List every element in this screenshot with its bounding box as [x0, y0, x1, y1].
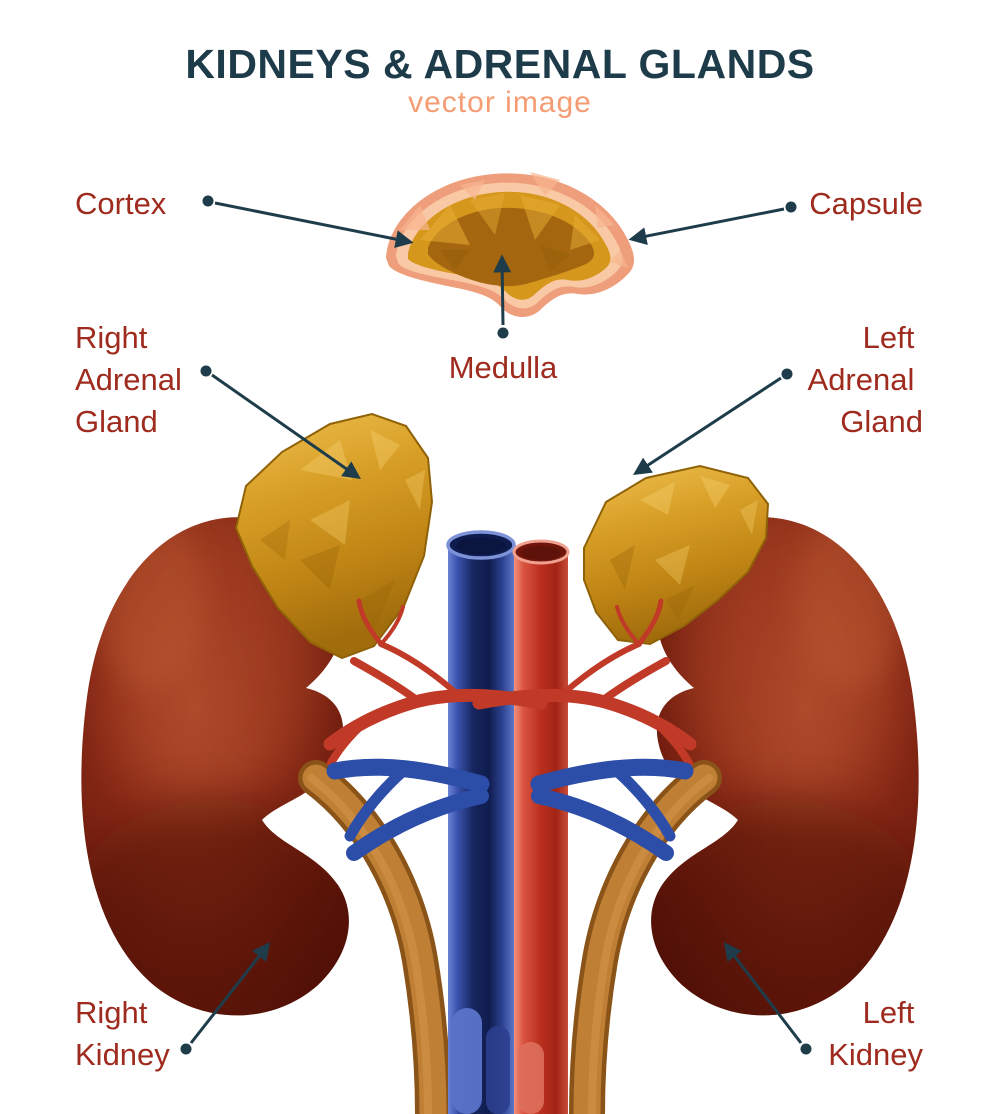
medulla-arrow — [493, 254, 512, 339]
right-adrenal-arrow — [200, 365, 361, 480]
right-adrenal-label: Right Adrenal Gland — [75, 320, 190, 439]
left-kidney-arrow-line — [723, 942, 803, 1044]
right-kidney-label: Right Kidney — [75, 995, 170, 1072]
left-adrenal-arrow-dot — [781, 368, 793, 380]
left-kidney-arrow-dot — [800, 1043, 812, 1055]
right-adrenal-arrow-line — [211, 373, 361, 480]
page-subtitle: vector image — [408, 86, 592, 119]
vena-cava-vessel — [446, 530, 516, 1114]
left-kidney-arrow — [723, 942, 812, 1055]
right-kidney-arrow — [180, 942, 271, 1055]
capsule-arrow-line — [628, 207, 785, 246]
left-adrenal-arrow — [632, 368, 793, 475]
cortex-arrow-line — [214, 201, 414, 249]
right-kidney-arrow-dot — [180, 1043, 192, 1055]
capsule-arrow — [628, 201, 797, 246]
left-adrenal-facets — [610, 476, 758, 620]
medulla-layer — [428, 207, 594, 287]
left-adrenal-arrow-line — [632, 376, 782, 475]
aorta-vessel — [512, 539, 570, 1114]
medulla-arrow-line — [493, 254, 512, 326]
cortex-arrow-dot — [202, 195, 214, 207]
capsule-label: Capsule — [809, 186, 923, 221]
capsule-facets — [400, 172, 628, 268]
cortex-label: Cortex — [75, 186, 167, 221]
cortex-facets — [420, 193, 600, 272]
capsule-arrow-dot — [785, 201, 797, 213]
page-title: KIDNEYS & ADRENAL GLANDS — [185, 41, 814, 87]
cortex-arrow — [202, 195, 414, 249]
adrenal-cross-section — [386, 172, 634, 318]
left-adrenal-shape — [583, 464, 770, 646]
medulla-arrow-dot — [497, 327, 509, 339]
right-adrenal-facets — [260, 430, 425, 630]
right-kidney-arrow-line — [189, 942, 271, 1044]
right-adrenal-arrow-dot — [200, 365, 212, 377]
left-adrenal-label: Left Adrenal Gland — [808, 320, 923, 439]
left-kidney-label: Left Kidney — [828, 995, 923, 1072]
right-adrenal-shape — [234, 412, 434, 660]
medulla-label: Medulla — [449, 350, 558, 385]
